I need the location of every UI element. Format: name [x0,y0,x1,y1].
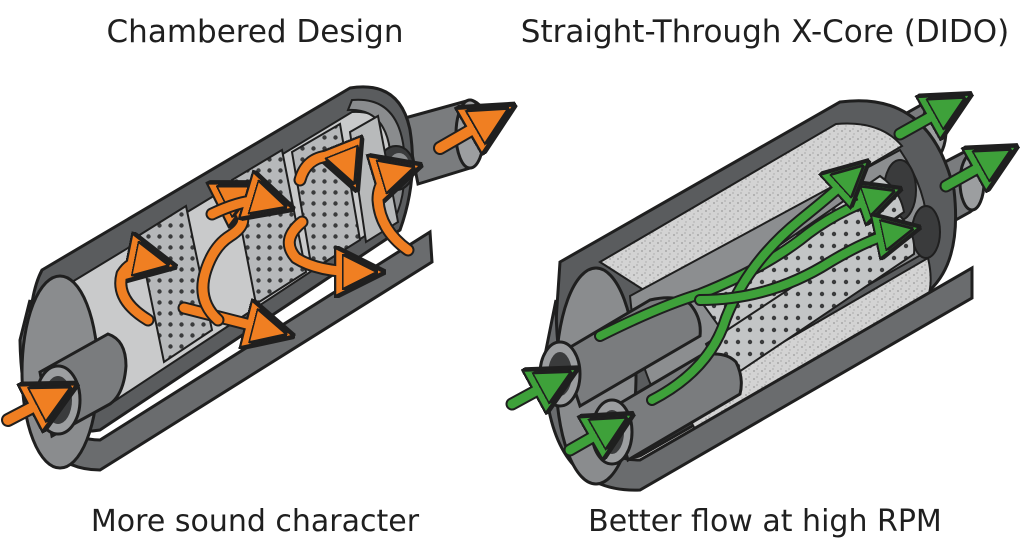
straight-through-title: Straight-Through X-Core (DIDO) [520,14,1010,50]
orange-flow-arrows [1,118,492,420]
chambered-muffler [18,85,488,472]
chambered-design-title: Chambered Design [106,14,404,50]
green-flow-arrows [505,106,996,450]
straight-through-caption: Better flow at high RPM [588,504,942,539]
chambered-caption: More sound character [90,504,420,539]
